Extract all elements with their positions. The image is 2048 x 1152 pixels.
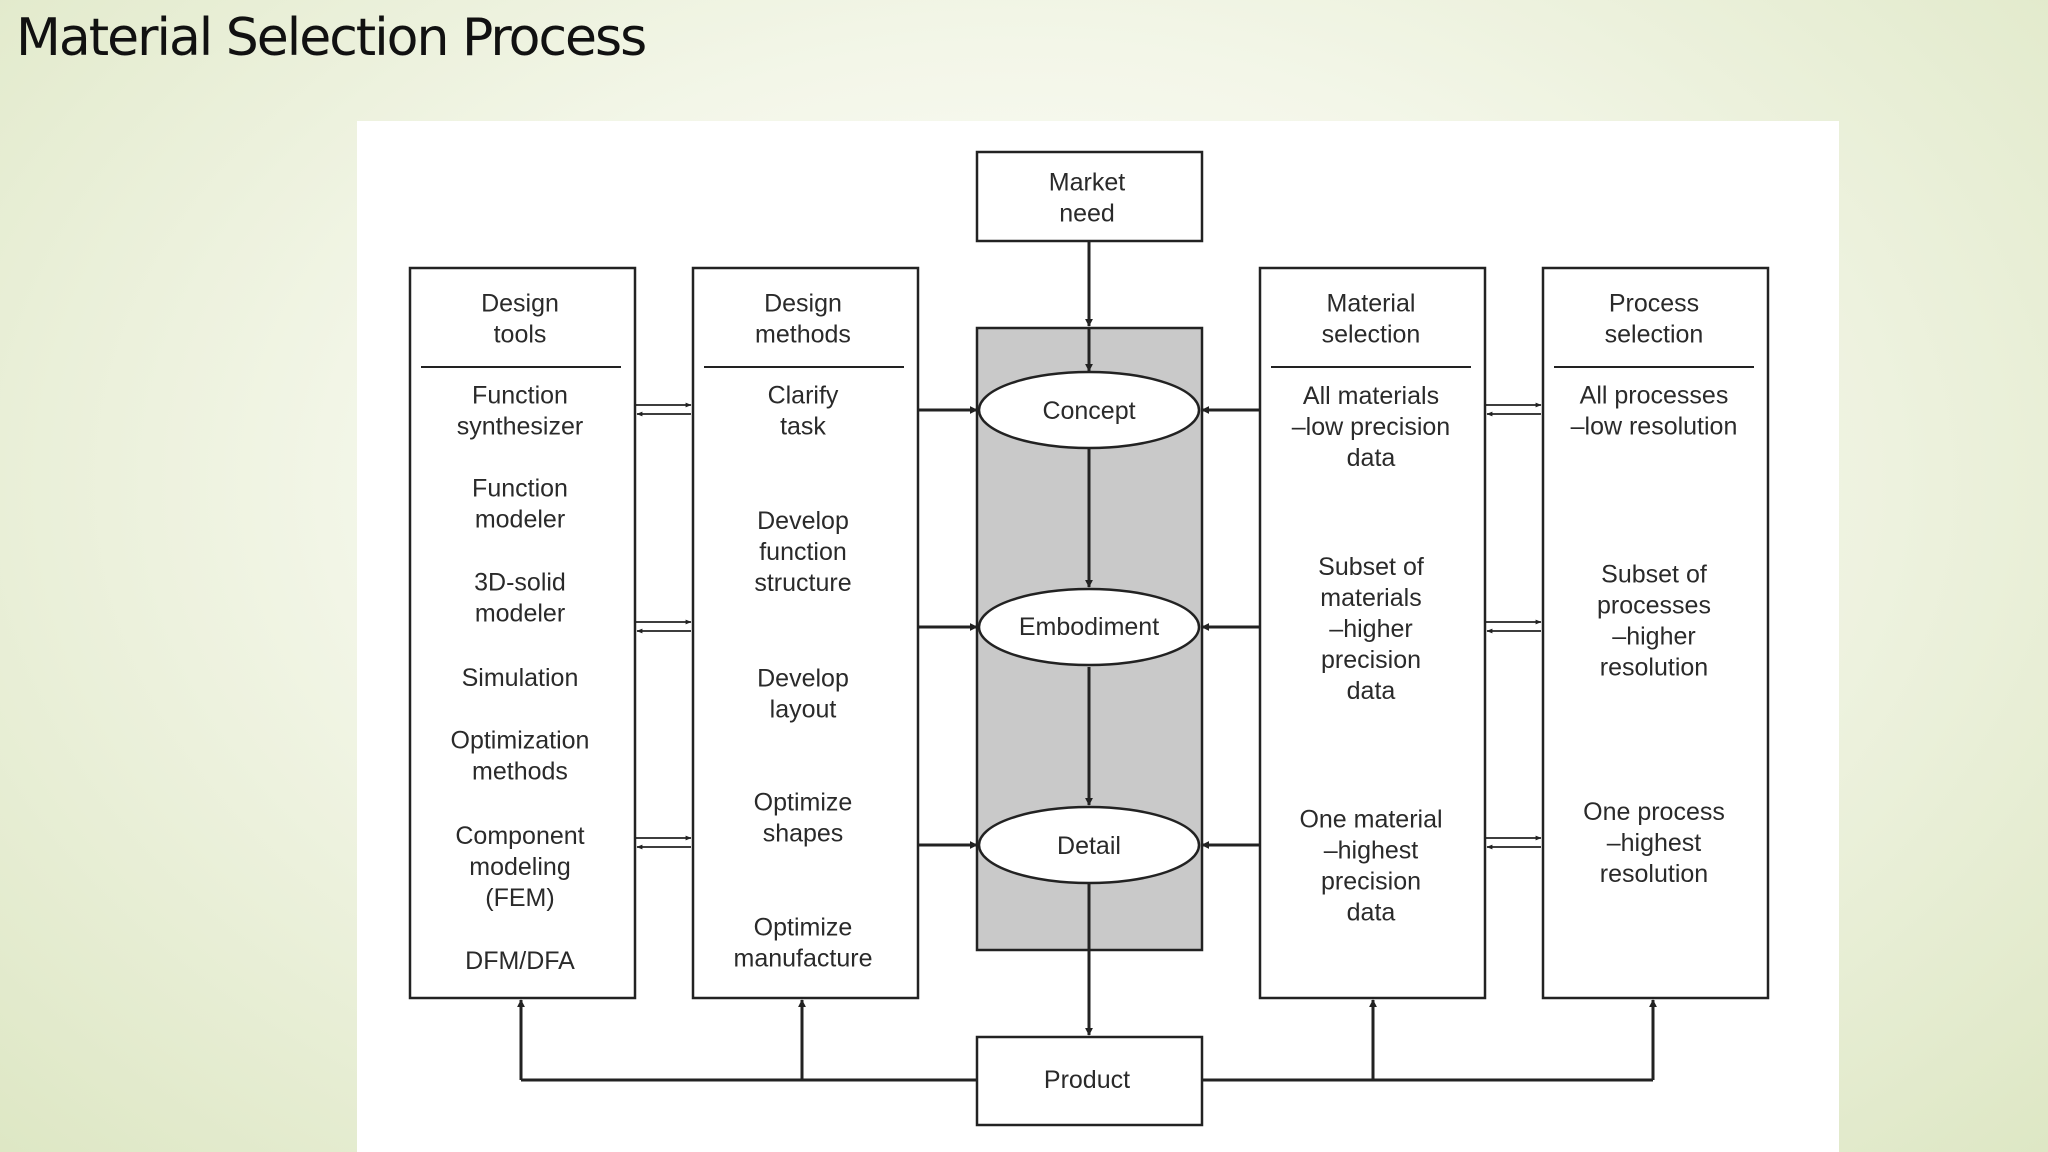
stage-concept-ellipse bbox=[977, 370, 1201, 450]
tools-methods-exchange-concept bbox=[636, 402, 692, 417]
material-process-exchange-detail bbox=[1486, 835, 1542, 850]
stage-detail-ellipse bbox=[977, 805, 1201, 885]
design-tool-item: Simulation bbox=[462, 664, 579, 692]
stage-concept-label: Concept bbox=[1042, 397, 1135, 425]
material-process-exchange-embodiment bbox=[1486, 619, 1542, 634]
tools-methods-exchange-embodiment bbox=[636, 619, 692, 634]
stage-embodiment-label: Embodiment bbox=[1019, 613, 1159, 641]
material-selection-box bbox=[1258, 266, 1487, 1000]
stage-embodiment-ellipse bbox=[977, 587, 1201, 667]
process-selection-box bbox=[1541, 266, 1770, 1000]
tools-methods-exchange-detail bbox=[636, 835, 692, 850]
market-need-box bbox=[975, 150, 1204, 243]
slide-title: Material Selection Process bbox=[16, 8, 647, 68]
process-selection-item: All processes–low resolution bbox=[1571, 382, 1738, 441]
product-label: Product bbox=[1044, 1066, 1130, 1094]
design-tool-item: DFM/DFA bbox=[465, 947, 575, 975]
design-tools-box bbox=[408, 266, 637, 1000]
stage-detail-label: Detail bbox=[1057, 832, 1121, 860]
material-process-exchange-concept bbox=[1486, 402, 1542, 417]
design-methods-box bbox=[691, 266, 920, 1000]
